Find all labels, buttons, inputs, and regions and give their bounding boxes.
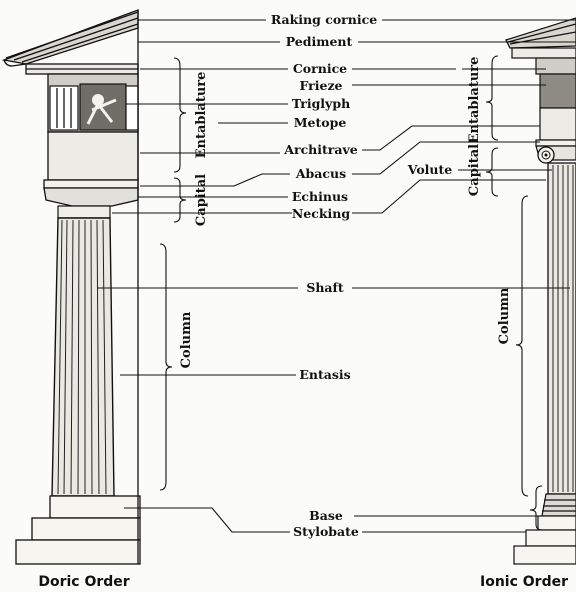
label-pediment: Pediment bbox=[286, 34, 353, 49]
label-necking: Necking bbox=[292, 206, 350, 221]
doric-architrave bbox=[47, 131, 139, 181]
caption-ionic-order: Ionic Order bbox=[480, 574, 568, 590]
ionic-entablature bbox=[511, 47, 576, 141]
leader-lines bbox=[98, 19, 576, 533]
label-metope: Metope bbox=[294, 115, 347, 130]
ionic-pediment bbox=[505, 17, 576, 49]
label-architrave: Architrave bbox=[283, 142, 357, 157]
label-base: Base bbox=[309, 508, 343, 523]
doric-capital bbox=[43, 179, 139, 219]
bracket-label-entablature-doric: Entablature bbox=[194, 72, 209, 159]
doric-stylobate-steps bbox=[15, 495, 141, 565]
doric-pediment bbox=[1, 9, 139, 67]
brackets bbox=[159, 55, 543, 531]
bracket-label-column-doric: Column bbox=[179, 311, 194, 368]
label-shaft: Shaft bbox=[306, 280, 344, 295]
label-abacus: Abacus bbox=[295, 166, 346, 181]
label-cornice: Cornice bbox=[293, 61, 347, 76]
bracket-label-column-ionic: Column bbox=[497, 287, 512, 344]
ionic-capital bbox=[535, 139, 576, 164]
doric-frieze bbox=[47, 73, 139, 133]
label-entasis: Entasis bbox=[299, 367, 350, 382]
label-volute: Volute bbox=[407, 162, 452, 177]
label-triglyph: Triglyph bbox=[292, 96, 350, 111]
bracket-label-capital-ionic: Capital bbox=[467, 144, 482, 196]
label-stylobate: Stylobate bbox=[293, 524, 359, 539]
bracket-label-entablature-ionic: Entablature bbox=[467, 57, 482, 144]
bracket-label-capital-doric: Capital bbox=[194, 174, 209, 226]
label-echinus: Echinus bbox=[292, 189, 348, 204]
doric-shaft bbox=[51, 217, 115, 497]
caption-doric-order: Doric Order bbox=[38, 574, 129, 590]
ionic-base bbox=[541, 493, 576, 517]
label-frieze: Frieze bbox=[300, 78, 343, 93]
doric-cornice bbox=[25, 63, 139, 75]
ionic-stylobate-steps bbox=[513, 515, 576, 565]
ionic-shaft bbox=[547, 162, 576, 495]
label-raking-cornice: Raking cornice bbox=[271, 12, 377, 27]
